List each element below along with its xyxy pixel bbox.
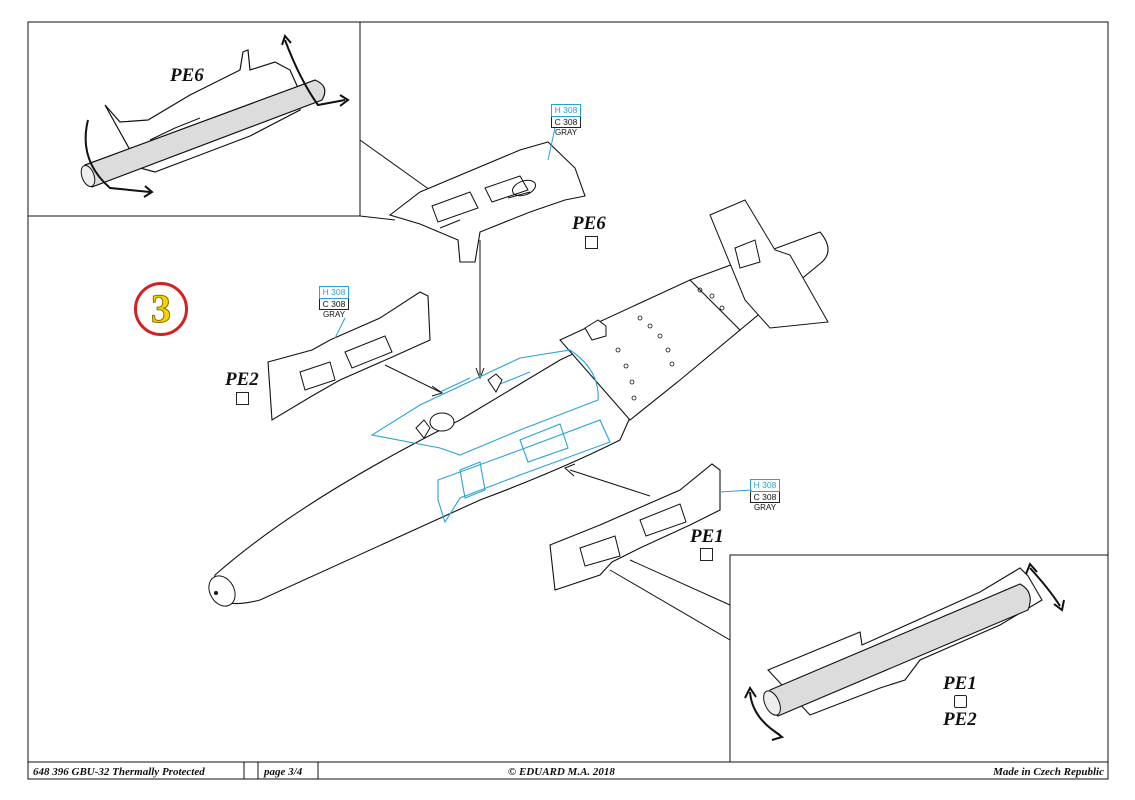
bend-arrow-icon bbox=[84, 119, 151, 193]
footer-copyright: © EDUARD M.A. 2018 bbox=[508, 766, 615, 778]
paint-code-c: C 308 bbox=[750, 491, 780, 503]
bend-fold-icon bbox=[585, 236, 598, 249]
step-number: 3 bbox=[151, 286, 172, 331]
roll-bend-icon bbox=[954, 695, 967, 708]
label-inset-pe6: PE6 bbox=[170, 65, 204, 86]
paint-code-h: H 308 bbox=[750, 479, 780, 492]
gbu32-bomb bbox=[208, 199, 829, 607]
paint-code-c: C 308 bbox=[551, 116, 581, 128]
highlighted-parts bbox=[370, 349, 611, 524]
part-pe6 bbox=[388, 127, 586, 380]
footer-origin: Made in Czech Republic bbox=[993, 766, 1104, 778]
part-pe2 bbox=[267, 291, 444, 421]
label-pe1: PE1 bbox=[690, 526, 724, 547]
step-number-badge: 3 bbox=[134, 282, 188, 336]
footer-product: 648 396 GBU-32 Thermally Protected bbox=[33, 766, 205, 778]
paint-name: GRAY bbox=[322, 310, 346, 319]
paint-code-c: C 308 bbox=[319, 298, 349, 310]
paint-callout-pe6: H 308 C 308 GRAY bbox=[551, 104, 581, 137]
paint-code-h: H 308 bbox=[319, 286, 349, 299]
label-pe6: PE6 bbox=[572, 213, 606, 234]
bend-fold-icon bbox=[236, 392, 249, 405]
footer-page: page 3/4 bbox=[264, 766, 303, 778]
paint-name: GRAY bbox=[554, 128, 578, 137]
label-inset-pe2: PE2 bbox=[943, 709, 977, 730]
inset-top-left bbox=[28, 22, 431, 221]
bend-fold-icon bbox=[700, 548, 713, 561]
page-frame bbox=[27, 21, 1109, 780]
paint-callout-pe1: H 308 C 308 GRAY bbox=[750, 479, 780, 512]
paint-callout-pe2: H 308 C 308 GRAY bbox=[319, 286, 349, 319]
inset-bottom-right bbox=[729, 554, 1108, 762]
part-pe1 bbox=[549, 463, 753, 641]
label-pe2: PE2 bbox=[225, 369, 259, 390]
paint-code-h: H 308 bbox=[551, 104, 581, 117]
label-inset-pe1: PE1 bbox=[943, 673, 977, 694]
paint-name: GRAY bbox=[753, 503, 777, 512]
